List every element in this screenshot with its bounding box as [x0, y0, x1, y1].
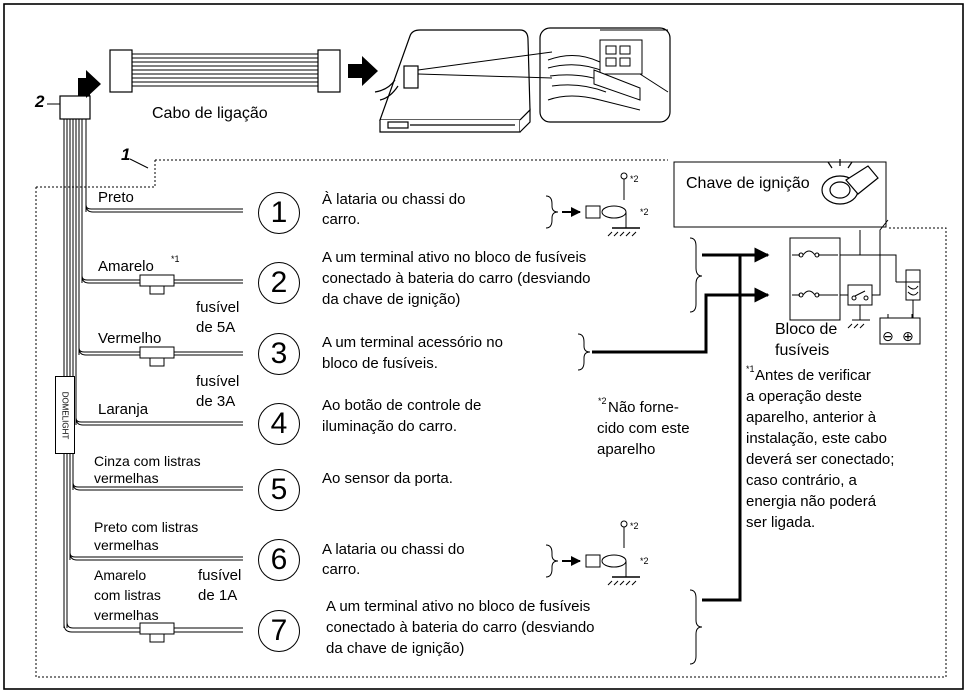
wire-4-desc-line2: iluminação do carro. [322, 418, 458, 435]
page-border [3, 3, 964, 690]
note-1-line7: energia não poderá [746, 493, 877, 510]
wire-1-desc-line2: carro. [322, 211, 361, 228]
wire-6-desc-line2: carro. [322, 561, 361, 578]
fuse-5a-line2: de 5A [196, 319, 236, 336]
fuse-1a-line1: fusível [198, 567, 242, 584]
wire-7-desc-line3: da chave de ignição) [326, 640, 465, 657]
note-2-line1: Não forne- [608, 399, 679, 416]
note-1-star: *1 [746, 364, 755, 374]
wire-4-desc-line1: Ao botão de controle de [322, 397, 482, 414]
wire-5-desc: Ao sensor da porta. [322, 470, 453, 487]
battery-minus: ⊖ [882, 328, 894, 344]
wire-bundle [63, 119, 87, 628]
head-unit [374, 29, 531, 133]
fuse-1a-line2: de 1A [198, 587, 238, 604]
circled-number-7: 7 [258, 610, 300, 652]
wire-2-color: Amarelo [98, 258, 154, 275]
wire-2-desc-line2: conectado à bateria do carro (desviando [322, 270, 591, 287]
wire-7-desc-line1: A um terminal ativo no bloco de fusíveis [326, 598, 591, 615]
star2-screw-lower: *2 [630, 521, 639, 531]
ground-terminal-upper [562, 172, 640, 237]
note-1-line8: ser ligada. [746, 514, 816, 531]
star2-terminal-lower: *2 [640, 556, 649, 566]
wire-5-color-line2: vermelhas [94, 470, 159, 486]
circled-number-4: 4 [258, 403, 300, 445]
note-2-star: *2 [598, 396, 607, 406]
fuse-3a-line1: fusível [196, 373, 240, 390]
wire-3-color: Vermelho [98, 330, 162, 347]
marker-1-line [129, 158, 149, 169]
note-1-line4: instalação, este cabo [746, 430, 887, 447]
up-arrow [78, 70, 101, 98]
circled-number-5: 5 [258, 469, 300, 511]
cable-label: Cabo de ligação [152, 105, 268, 122]
wire-6-color-line1: Preto com listras [94, 519, 199, 535]
dotted-outline [35, 159, 947, 678]
key-icon [821, 159, 879, 205]
wire-7-desc-line2: conectado à bateria do carro (desviando [326, 619, 595, 636]
wire-3-desc-line2: bloco de fusíveis. [322, 355, 438, 372]
wire-2-desc-line1: A um terminal ativo no bloco de fusíveis [322, 249, 587, 266]
fuse-block-label-line2: fusíveis [775, 342, 830, 359]
wire-6-color-line2: vermelhas [94, 537, 159, 553]
note-2-line2: cido com este [597, 420, 690, 437]
wire-1-color: Preto [98, 189, 134, 206]
fuse-block-label-line1: Bloco de [775, 321, 838, 338]
star2-screw-upper: *2 [630, 174, 639, 184]
flat-cable [109, 49, 341, 93]
fuse-3a-line2: de 3A [196, 393, 236, 410]
note-1-line2: a operação deste [746, 388, 862, 405]
wire-6-desc-line1: A lataria ou chassi do [322, 541, 465, 558]
note-1-line5: deverá ser conectado; [746, 451, 895, 468]
circled-number-3: 3 [258, 333, 300, 375]
note-1-line3: aparelho, anterior à [746, 409, 877, 426]
wire-2-desc-line3: da chave de ignição) [322, 291, 461, 308]
harness-connector [59, 95, 91, 120]
connector-detail-drawing [417, 29, 669, 111]
wire-runs [63, 204, 243, 633]
fuse-5a-line1: fusível [196, 299, 240, 316]
note-2-line3: aparelho [597, 441, 656, 458]
marker-1: 1 [121, 145, 131, 164]
battery [879, 317, 921, 345]
wire-2-note: *1 [171, 254, 180, 264]
wire-7-color-line3: vermelhas [94, 607, 159, 623]
star2-terminal-upper: *2 [640, 207, 649, 217]
wire-1-desc-line1: À lataria ou chassi do [322, 191, 466, 208]
battery-plus: ⊕ [902, 328, 914, 344]
marker-2: 2 [35, 92, 45, 111]
note-1-line6: caso contrário, a [746, 472, 857, 489]
wire-7-color-line2: com listras [94, 587, 161, 603]
fuse-block [789, 237, 841, 321]
fuse-holders [139, 274, 175, 643]
circled-number-1: 1 [258, 192, 300, 234]
domelight-tag: DOMELIGHT [55, 376, 75, 454]
braces [545, 195, 703, 665]
circled-number-6: 6 [258, 539, 300, 581]
wire-7-color-line1: Amarelo [94, 567, 147, 583]
wire-4-color: Laranja [98, 401, 149, 418]
wire-5-color-line1: Cinza com listras [94, 453, 201, 469]
right-arrow [348, 56, 378, 86]
ignition-label: Chave de ignição [686, 175, 810, 192]
circled-number-2: 2 [258, 262, 300, 304]
ground-terminal-lower [562, 520, 640, 586]
fuse-block-internals [792, 219, 921, 329]
power-lines [592, 247, 770, 602]
note-1-line1: Antes de verificar [755, 367, 871, 384]
wire-3-desc-line1: A um terminal acessório no [322, 334, 503, 351]
